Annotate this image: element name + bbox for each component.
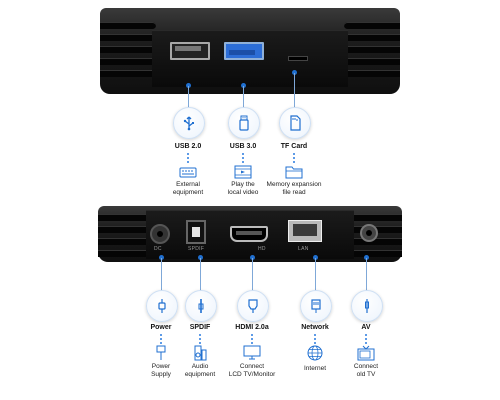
sd-card-icon xyxy=(290,115,301,131)
network-desc: Internet xyxy=(303,365,327,372)
vent-left xyxy=(100,22,156,82)
dots-separator xyxy=(187,153,189,165)
av-port xyxy=(360,224,378,242)
callout-dot xyxy=(198,255,203,260)
dots-separator xyxy=(242,153,244,165)
device-top-view xyxy=(100,8,400,94)
globe-icon xyxy=(307,345,323,361)
callout-dot xyxy=(313,255,318,260)
dots-separator xyxy=(293,153,295,165)
dots-separator xyxy=(160,334,162,346)
usb-stick-icon xyxy=(239,115,249,131)
hdmi-port xyxy=(230,226,268,242)
tf-card-slot xyxy=(288,56,308,61)
av-circle xyxy=(351,290,383,322)
dc-marking: DC xyxy=(154,246,162,252)
spdif-circle xyxy=(185,290,217,322)
dots-separator xyxy=(314,334,316,346)
keyboard-icon xyxy=(179,167,197,178)
old-tv-icon xyxy=(357,345,375,361)
usb-port-circle xyxy=(173,107,205,139)
tf-card-label: TF Card xyxy=(280,143,308,150)
spdif-label: SPDIF xyxy=(189,324,211,331)
spdif-marking: SPDIF xyxy=(188,246,205,252)
usb2-port xyxy=(170,42,210,60)
usb2-label: USB 2.0 xyxy=(174,143,202,150)
folder-icon xyxy=(285,166,303,179)
callout-dot xyxy=(364,255,369,260)
callout-line xyxy=(243,86,244,108)
hdmi-plug-icon xyxy=(248,299,258,313)
callout-dot xyxy=(292,70,297,75)
device-bottom-view: DC SPDIF HD LAN xyxy=(98,206,402,262)
usb3-port xyxy=(224,42,264,60)
tf-card-circle xyxy=(279,107,311,139)
callout-dot xyxy=(186,83,191,88)
optical-cable-icon xyxy=(198,299,204,313)
dots-separator xyxy=(251,334,253,346)
callout-line xyxy=(315,258,316,291)
spdif-port xyxy=(186,220,206,244)
vent-right xyxy=(344,22,400,82)
callout-dot xyxy=(159,255,164,260)
usb3-label: USB 3.0 xyxy=(229,143,257,150)
lan-port xyxy=(288,220,322,242)
speaker-icon xyxy=(194,345,207,361)
power-adapter-icon xyxy=(156,345,166,360)
dots-separator xyxy=(365,334,367,346)
power-label: Power xyxy=(150,324,172,331)
callout-dot xyxy=(250,255,255,260)
power-circle xyxy=(146,290,178,322)
hdmi-circle xyxy=(237,290,269,322)
video-icon xyxy=(234,165,252,179)
callout-line xyxy=(252,258,253,291)
callout-line xyxy=(188,86,189,108)
network-circle xyxy=(300,290,332,322)
usb3-port-circle xyxy=(228,107,260,139)
monitor-icon xyxy=(243,345,261,360)
dots-separator xyxy=(199,334,201,346)
hdmi-label: HDMI 2.0a xyxy=(235,324,269,331)
dc-power-port xyxy=(150,224,170,244)
av-jack-icon xyxy=(365,299,369,313)
callout-line xyxy=(366,258,367,291)
vent-left-bottom xyxy=(98,214,154,262)
av-label: AV xyxy=(361,324,371,331)
callout-line xyxy=(200,258,201,291)
callout-dot xyxy=(241,83,246,88)
dc-plug-icon xyxy=(158,299,166,313)
lan-marking: LAN xyxy=(298,246,309,252)
callout-line xyxy=(294,73,295,108)
callout-line xyxy=(161,258,162,291)
network-label: Network xyxy=(301,324,329,331)
usb-icon xyxy=(183,116,194,131)
ethernet-plug-icon xyxy=(311,299,321,313)
hdmi-marking: HD xyxy=(258,246,266,252)
